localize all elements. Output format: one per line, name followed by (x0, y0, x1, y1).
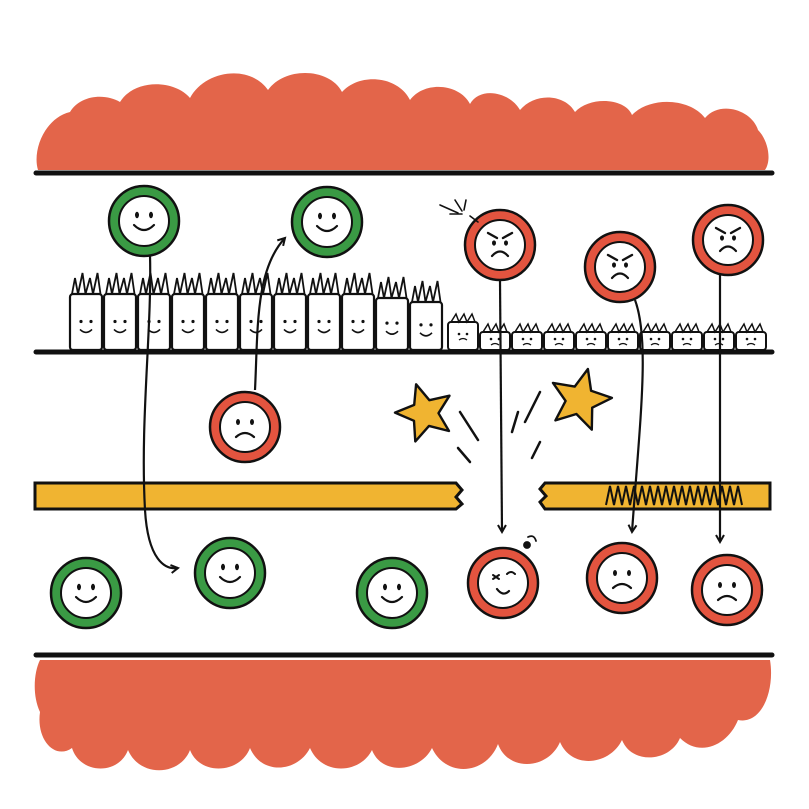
epithelial-cell (408, 280, 444, 352)
epithelial-cell (170, 272, 206, 352)
star-burst-icon (393, 383, 451, 443)
epithelial-cell-layer (68, 272, 767, 352)
epithelial-cell (340, 272, 376, 352)
dizzy-marks-icon (523, 535, 537, 549)
epithelial-cell (306, 272, 342, 352)
smiley-face-icon (107, 184, 181, 258)
epithelial-cell (68, 272, 104, 352)
arrow-icon (142, 254, 178, 568)
spark-icon (439, 199, 479, 223)
damaged-epithelial-cell (735, 322, 767, 351)
damaged-epithelial-cell (607, 322, 639, 351)
damaged-epithelial-cell (447, 312, 479, 351)
epithelial-cell (272, 272, 308, 352)
damaged-epithelial-cell (511, 322, 543, 351)
epithelial-cell (374, 276, 410, 352)
organisms (49, 184, 765, 630)
tissue-top (36, 72, 769, 170)
angry-face-icon (691, 203, 765, 277)
damaged-epithelial-cell (543, 322, 575, 351)
frown-face-icon (585, 541, 659, 615)
arrow-icon (253, 238, 285, 391)
impact-motion-lines (456, 390, 542, 464)
damage-stars (393, 367, 614, 443)
angry-face-icon (466, 546, 540, 620)
epithelial-cell (102, 272, 138, 352)
epithelial-cell (136, 272, 172, 352)
epithelial-cell (238, 272, 274, 352)
damaged-epithelial-cell (479, 322, 511, 351)
arrow-icon (632, 299, 644, 532)
smiley-face-icon (49, 556, 123, 630)
star-burst-icon (551, 367, 614, 431)
tissue-bottom (34, 660, 772, 771)
movement-arrows (142, 238, 720, 568)
damaged-epithelial-cell (575, 322, 607, 351)
damaged-epithelial-cell (639, 322, 671, 351)
barrier-left-segment (33, 481, 465, 511)
frown-face-icon (208, 390, 282, 464)
damaged-epithelial-cell (671, 322, 703, 351)
smiley-face-icon (290, 185, 364, 259)
arrow-icon (500, 279, 502, 532)
smiley-face-icon (355, 556, 429, 630)
smiley-face-icon (193, 536, 267, 610)
angry-face-icon (583, 230, 657, 304)
epithelial-cell (204, 272, 240, 352)
frown-face-icon (690, 553, 764, 627)
angry-face-icon (463, 208, 537, 282)
